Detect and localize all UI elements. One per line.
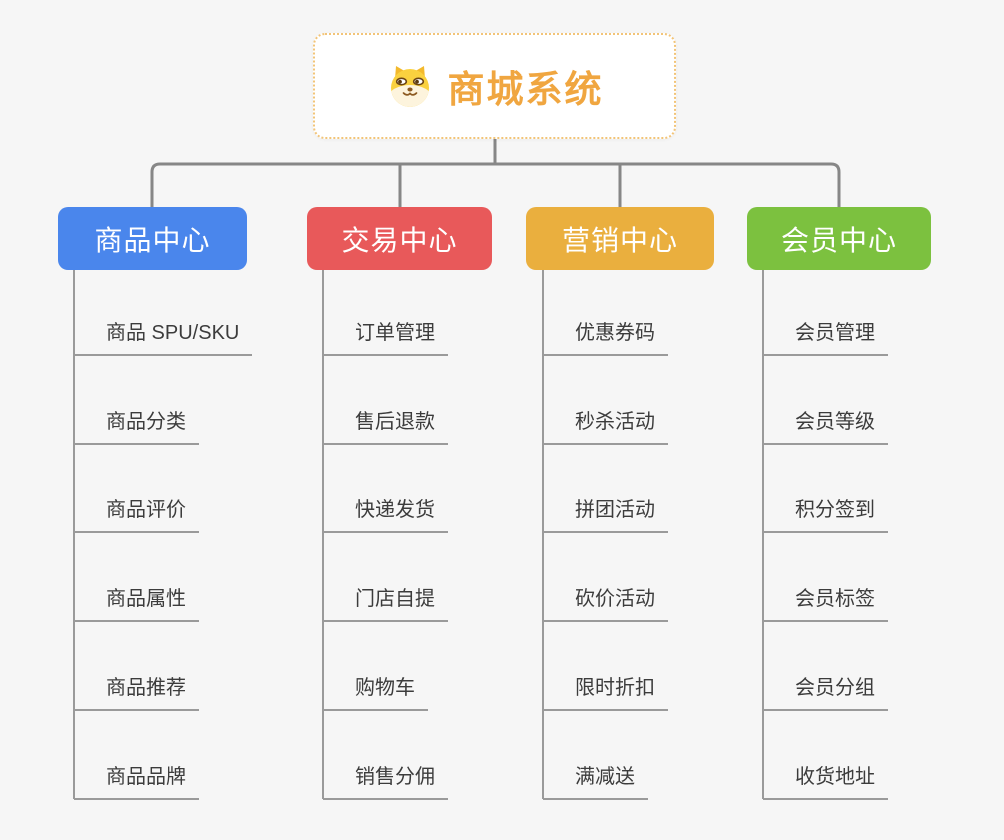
- sub-item-label: 商品品牌: [106, 766, 186, 788]
- sub-item-label: 满减送: [575, 766, 635, 788]
- sub-item-product-center-5[interactable]: 商品品牌: [74, 756, 199, 800]
- sub-item-trade-center-3[interactable]: 门店自提: [323, 578, 448, 622]
- branch-header-member-center[interactable]: 会员中心: [747, 207, 931, 270]
- sub-item-label: 快递发货: [355, 499, 435, 521]
- sub-item-label: 优惠券码: [575, 322, 655, 344]
- sub-item-trade-center-4[interactable]: 购物车: [323, 667, 428, 711]
- sub-item-label: 售后退款: [355, 411, 435, 433]
- sub-item-product-center-0[interactable]: 商品 SPU/SKU: [74, 312, 253, 356]
- sub-item-label: 限时折扣: [575, 677, 655, 699]
- sub-item-trade-center-2[interactable]: 快递发货: [323, 489, 448, 533]
- sub-item-marketing-center-4[interactable]: 限时折扣: [543, 667, 668, 711]
- sub-item-label: 订单管理: [355, 322, 435, 344]
- sub-item-label: 商品评价: [106, 499, 186, 521]
- sub-item-product-center-2[interactable]: 商品评价: [74, 489, 199, 533]
- branch-label: 商品中心: [94, 224, 211, 256]
- sub-item-label: 商品分类: [106, 411, 186, 433]
- sub-item-label: 会员标签: [795, 588, 875, 610]
- sub-item-product-center-3[interactable]: 商品属性: [74, 578, 199, 622]
- branch-label: 会员中心: [780, 224, 897, 256]
- sub-item-label: 销售分佣: [355, 766, 435, 788]
- sub-item-trade-center-5[interactable]: 销售分佣: [323, 756, 448, 800]
- branch-header-product-center[interactable]: 商品中心: [58, 207, 247, 270]
- branch-header-marketing-center[interactable]: 营销中心: [526, 207, 714, 270]
- sub-item-label: 会员分组: [795, 677, 875, 699]
- sub-item-member-center-2[interactable]: 积分签到: [763, 489, 888, 533]
- shiba-dog-icon: [386, 64, 434, 108]
- sub-item-label: 会员等级: [795, 411, 875, 433]
- sub-item-marketing-center-3[interactable]: 砍价活动: [543, 578, 668, 622]
- branch-header-trade-center[interactable]: 交易中心: [307, 207, 492, 270]
- sub-item-member-center-3[interactable]: 会员标签: [763, 578, 888, 622]
- sub-item-member-center-4[interactable]: 会员分组: [763, 667, 888, 711]
- sub-item-label: 会员管理: [795, 322, 875, 344]
- sub-item-label: 收货地址: [795, 766, 875, 788]
- sub-item-label: 拼团活动: [575, 499, 655, 521]
- root-title: 商城系统: [447, 69, 604, 110]
- sub-item-marketing-center-5[interactable]: 满减送: [543, 756, 648, 800]
- sub-item-label: 砍价活动: [575, 588, 655, 610]
- sub-item-marketing-center-1[interactable]: 秒杀活动: [543, 401, 668, 445]
- sub-item-label: 商品 SPU/SKU: [106, 322, 240, 344]
- sub-item-label: 积分签到: [795, 499, 875, 521]
- sub-item-member-center-5[interactable]: 收货地址: [763, 756, 888, 800]
- sub-item-label: 门店自提: [355, 588, 435, 610]
- branch-label: 交易中心: [341, 224, 458, 256]
- branch-label: 营销中心: [561, 224, 678, 256]
- sub-item-marketing-center-0[interactable]: 优惠券码: [543, 312, 668, 356]
- sub-item-product-center-4[interactable]: 商品推荐: [74, 667, 199, 711]
- sub-item-label: 商品属性: [106, 588, 186, 610]
- sub-item-label: 秒杀活动: [575, 411, 655, 433]
- sub-item-product-center-1[interactable]: 商品分类: [74, 401, 199, 445]
- branch-trunk-lines: [73, 270, 764, 799]
- sub-item-label: 购物车: [355, 677, 415, 699]
- sub-item-trade-center-0[interactable]: 订单管理: [323, 312, 448, 356]
- sub-item-label: 商品推荐: [106, 677, 186, 699]
- sub-item-member-center-0[interactable]: 会员管理: [763, 312, 888, 356]
- sub-item-marketing-center-2[interactable]: 拼团活动: [543, 489, 668, 533]
- sub-item-member-center-1[interactable]: 会员等级: [763, 401, 888, 445]
- root-node[interactable]: 商城系统: [313, 33, 676, 139]
- sub-item-trade-center-1[interactable]: 售后退款: [323, 401, 448, 445]
- root-to-branches-connector: [150, 139, 841, 207]
